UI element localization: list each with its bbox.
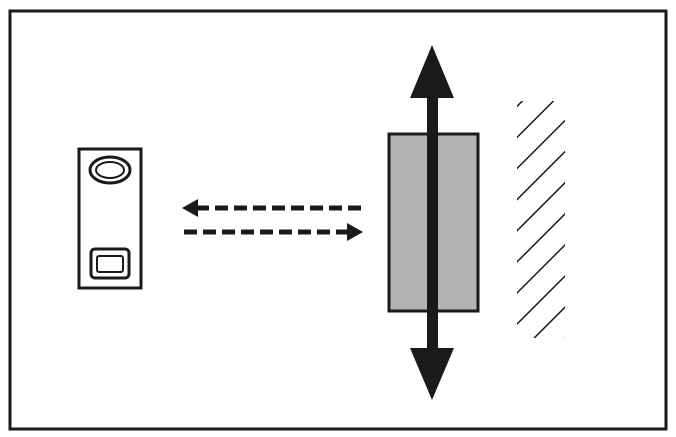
motion-arrow-shaft bbox=[427, 90, 438, 352]
signal-emitted-head bbox=[347, 223, 363, 241]
double-arrow-vertical-icon bbox=[410, 45, 454, 400]
signal-reflected-head bbox=[182, 199, 198, 217]
motion-arrow-head-down bbox=[410, 348, 454, 400]
hatched-wall-icon bbox=[517, 101, 565, 338]
dashed-arrow-left-icon bbox=[182, 199, 361, 217]
photoelectric-sensor-icon bbox=[77, 147, 143, 290]
dashed-arrow-right-icon bbox=[184, 223, 363, 241]
sensor-lens-inner bbox=[95, 161, 125, 179]
motion-arrow-head-up bbox=[410, 45, 454, 98]
sensor-window-inner bbox=[96, 255, 124, 273]
